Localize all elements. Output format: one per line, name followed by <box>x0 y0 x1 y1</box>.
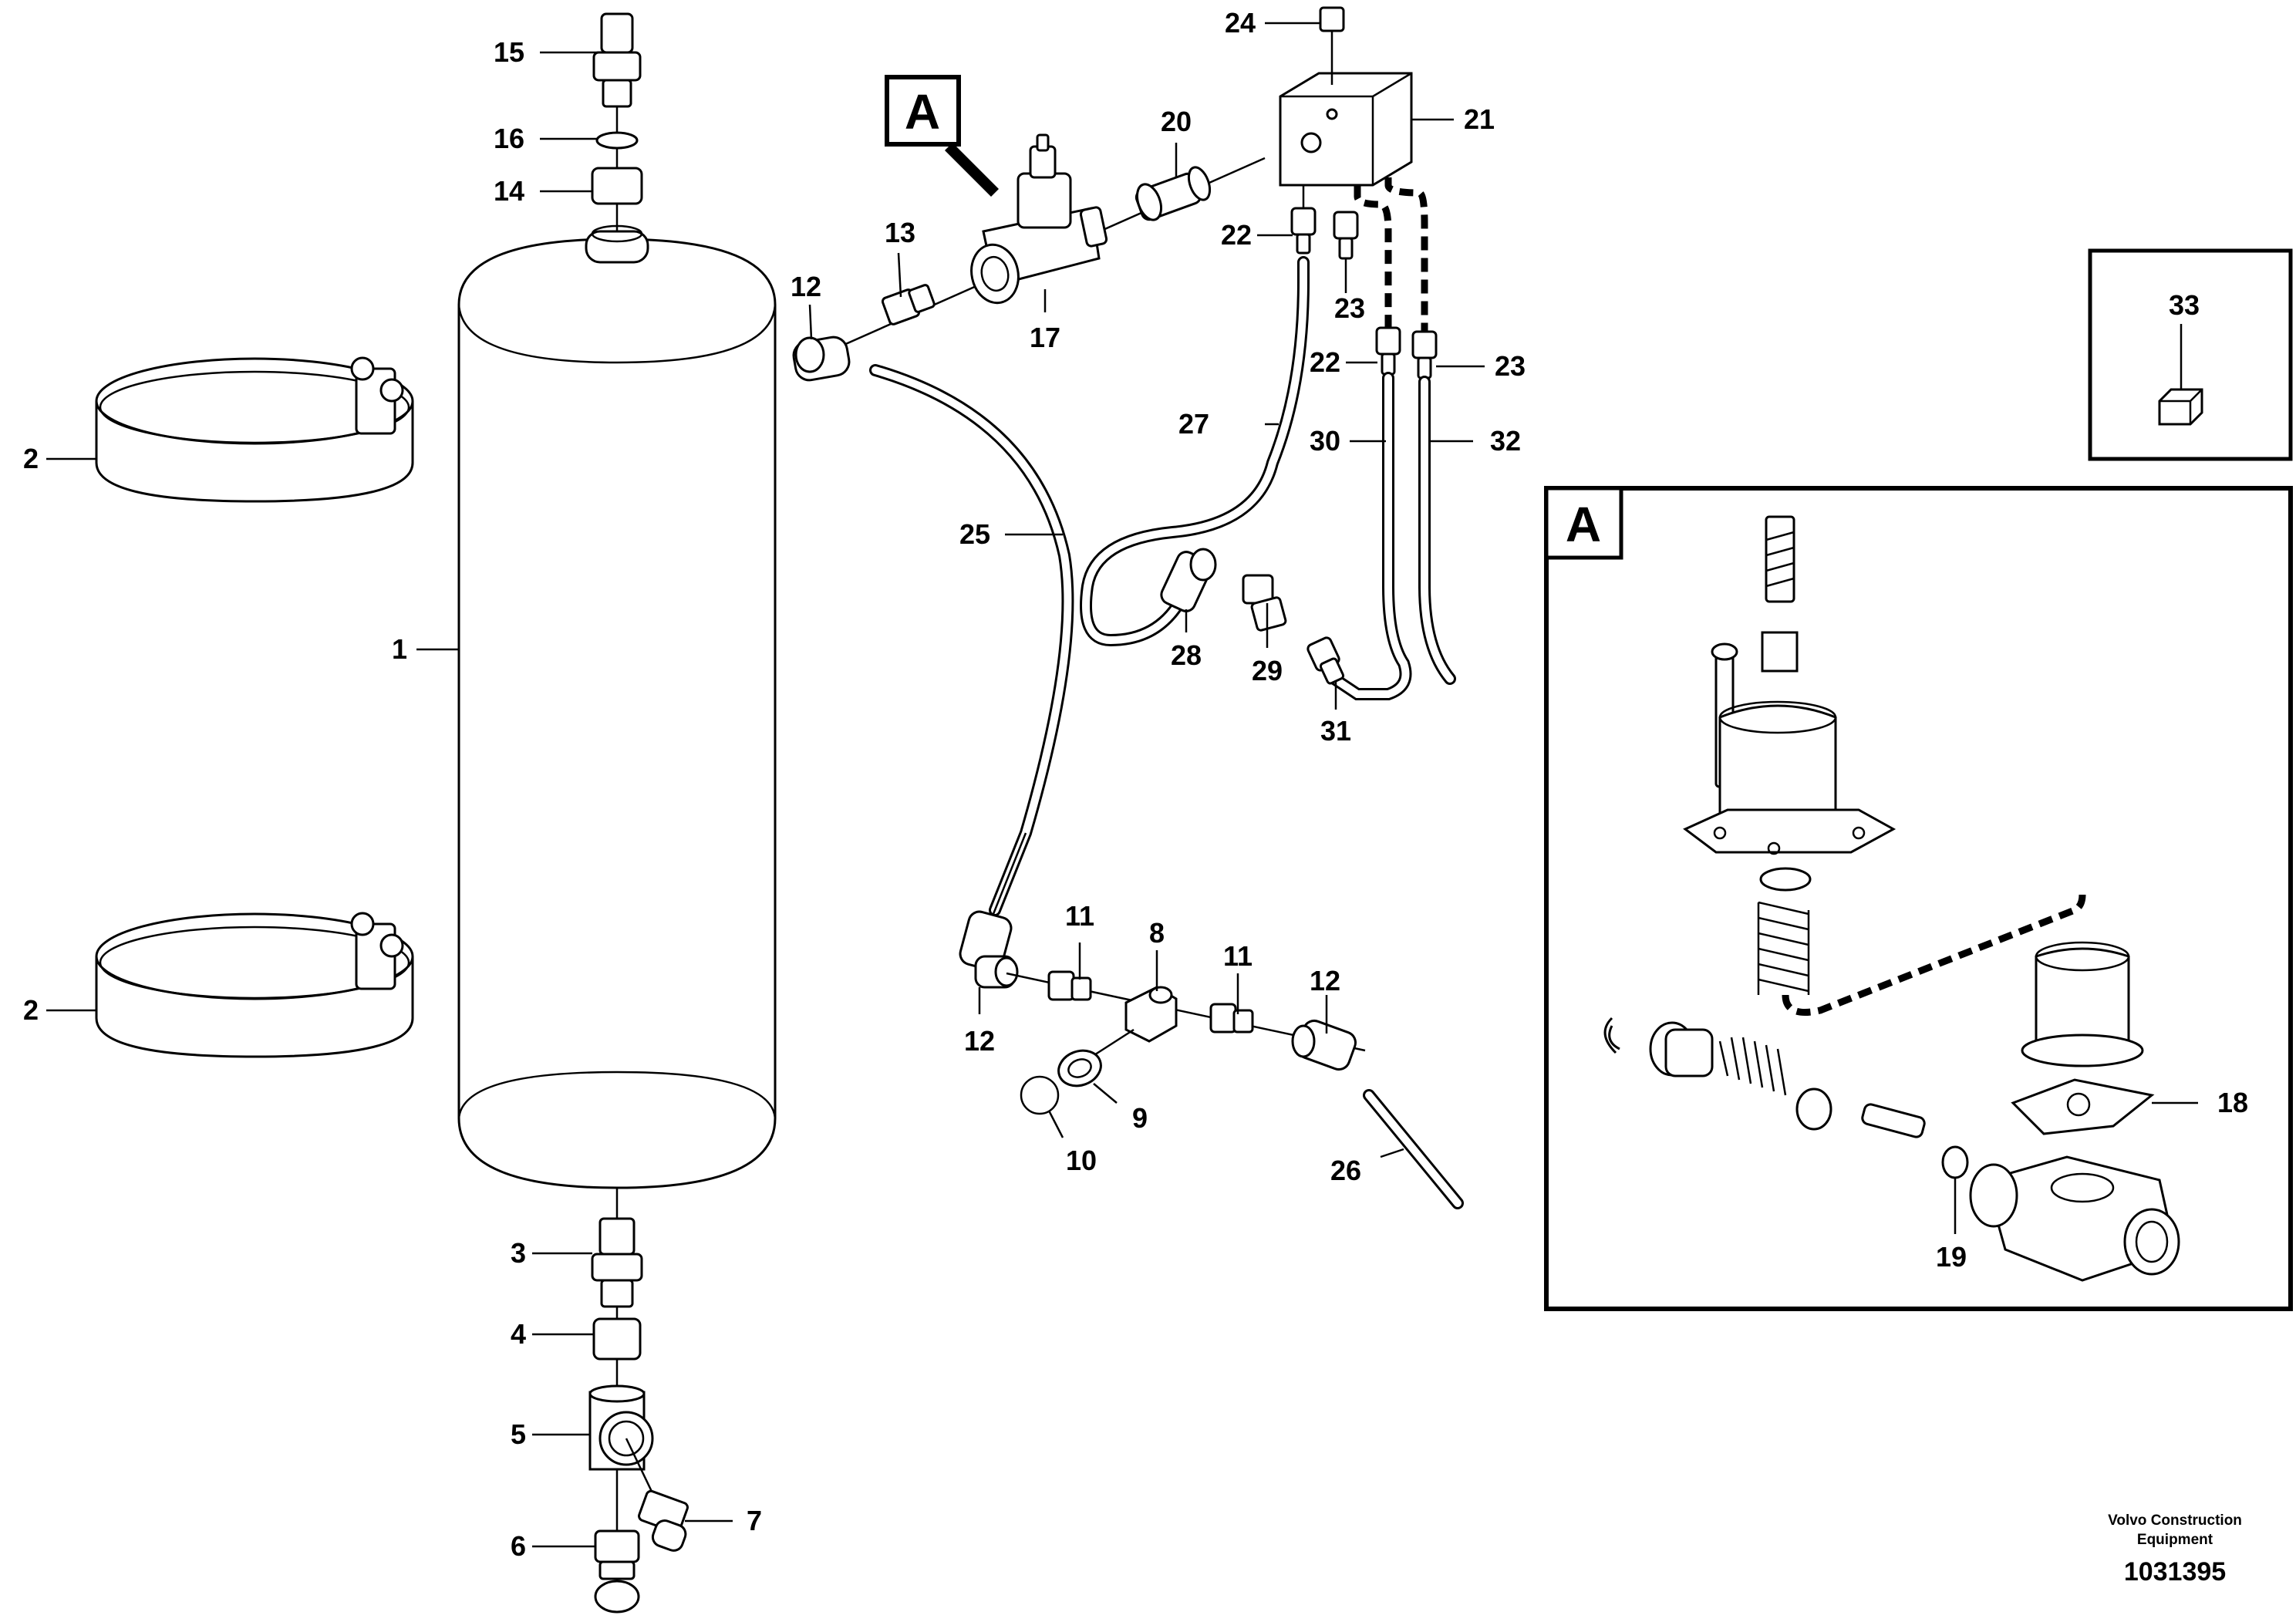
detail-box-letter-a: A <box>1566 497 1601 552</box>
top-fittings <box>591 12 643 231</box>
tank-clamp-lower <box>95 912 414 1058</box>
callout-25: 25 <box>959 518 990 550</box>
callout-22-upper: 22 <box>1221 219 1252 251</box>
callout-2-lower: 2 <box>23 994 39 1026</box>
callout-4: 4 <box>511 1318 526 1350</box>
callout-22-lower: 22 <box>1310 346 1340 378</box>
hose-25 <box>869 364 1074 916</box>
callout-29: 29 <box>1252 655 1283 686</box>
brand-line-1: Volvo Construction <box>2108 1512 2242 1529</box>
callout-17: 17 <box>1030 322 1060 353</box>
leader-lines <box>46 22 2198 1548</box>
callout-12-mid: 12 <box>964 1025 995 1057</box>
callout-21: 21 <box>1464 103 1495 135</box>
fitting-13 <box>881 284 936 325</box>
callout-11-left: 11 <box>1065 900 1094 932</box>
solenoid-block-21 <box>1279 6 1413 187</box>
callout-5: 5 <box>511 1418 526 1450</box>
callout-31: 31 <box>1320 715 1351 747</box>
callout-33: 33 <box>2169 289 2200 321</box>
elbow-12-mid <box>959 910 1019 989</box>
callout-28: 28 <box>1171 639 1202 671</box>
callout-8: 8 <box>1149 917 1165 949</box>
callout-20: 20 <box>1161 106 1192 137</box>
connector-20 <box>1135 166 1212 221</box>
callout-13: 13 <box>885 217 915 248</box>
callout-1: 1 <box>392 633 407 665</box>
elbow-12-right <box>1291 1019 1357 1071</box>
callout-15: 15 <box>494 36 524 68</box>
fitting-29 <box>1242 574 1287 632</box>
bottom-fittings <box>588 1188 689 1614</box>
fitting-31 <box>1306 636 1345 685</box>
callout-12-top: 12 <box>791 271 821 302</box>
frame-letter-a: A <box>905 84 940 140</box>
tank-clamp-upper <box>95 356 414 503</box>
callout-9: 9 <box>1132 1102 1148 1134</box>
parts-box-33 <box>2088 248 2293 461</box>
brand-line-2: Equipment <box>2137 1532 2213 1548</box>
callout-23-lower: 23 <box>1495 350 1526 382</box>
callout-32: 32 <box>1490 425 1521 457</box>
callout-19: 19 <box>1936 1241 1967 1273</box>
callout-12-right: 12 <box>1310 965 1340 996</box>
detail-box-a <box>1544 486 2293 1311</box>
callout-14: 14 <box>494 175 524 207</box>
callout-2-upper: 2 <box>23 443 39 474</box>
document-number: 1031395 <box>2124 1557 2226 1587</box>
callout-26: 26 <box>1330 1155 1361 1186</box>
callout-6: 6 <box>511 1530 526 1562</box>
callout-16: 16 <box>494 123 524 154</box>
elbow-12-top <box>792 336 851 382</box>
callout-3: 3 <box>511 1237 526 1269</box>
callout-23-upper: 23 <box>1334 292 1365 324</box>
callout-30: 30 <box>1310 425 1340 457</box>
elbow-28 <box>1160 548 1217 612</box>
connectors-22-23 <box>1290 185 1438 379</box>
callout-7: 7 <box>747 1505 762 1536</box>
callout-11-right: 11 <box>1223 940 1253 972</box>
frame-label-a <box>885 75 999 197</box>
callout-27: 27 <box>1178 408 1209 440</box>
air-tank <box>457 224 777 1189</box>
callout-18: 18 <box>2217 1087 2248 1118</box>
callout-24: 24 <box>1225 7 1256 39</box>
callout-10: 10 <box>1066 1145 1097 1176</box>
wire-dashed-2 <box>1384 177 1428 332</box>
